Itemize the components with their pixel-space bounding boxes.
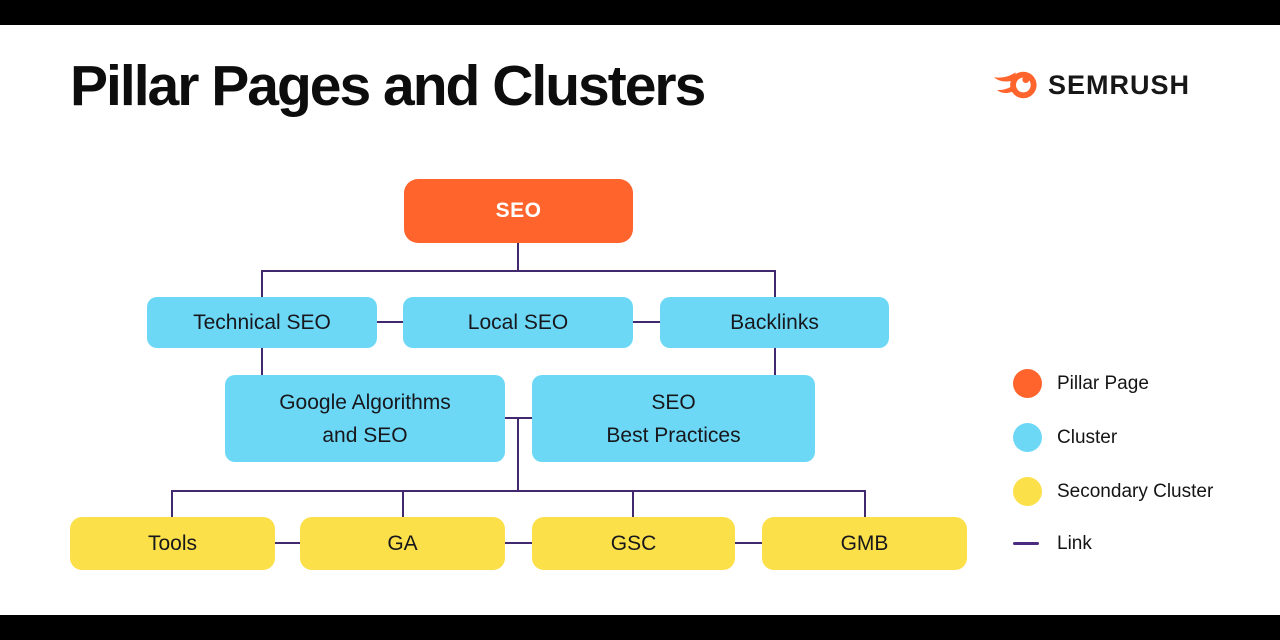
link-swatch-icon (1013, 542, 1039, 545)
link-technical-local (377, 321, 403, 323)
link-drop-gsc (632, 490, 634, 517)
legend-item-cluster: Cluster (1013, 423, 1117, 452)
legend-item-pillar-page: Pillar Page (1013, 369, 1149, 398)
node-gsc: GSC (532, 517, 735, 570)
node-google-algorithms-line2: and SEO (322, 423, 408, 447)
link-drop-technical (261, 270, 263, 297)
node-gsc-label: GSC (610, 531, 657, 555)
link-ga-gsc (505, 542, 532, 544)
page-title: Pillar Pages and Clusters (70, 54, 706, 118)
node-ga-label: GA (387, 531, 418, 555)
legend-label-cluster: Cluster (1057, 426, 1118, 448)
link-bus-row2 (261, 270, 776, 272)
link-gsc-gmb (735, 542, 762, 544)
letterbox-bar-top (0, 0, 1280, 25)
semrush-fireball-icon (993, 64, 1040, 106)
legend-item-secondary-cluster: Secondary Cluster (1013, 477, 1213, 506)
link-tools-ga (275, 542, 300, 544)
link-center-down (517, 417, 519, 490)
pillar-page-swatch-icon (1013, 369, 1042, 398)
node-technical-seo-label: Technical SEO (193, 310, 331, 334)
link-technical-google (261, 348, 263, 375)
node-seo-best-practices: SEO Best Practices (532, 375, 815, 462)
link-bus-row4 (171, 490, 866, 492)
legend-label-secondary-cluster: Secondary Cluster (1057, 480, 1214, 502)
node-ga: GA (300, 517, 505, 570)
node-local-seo: Local SEO (403, 297, 633, 348)
legend-label-pillar-page: Pillar Page (1057, 372, 1149, 394)
legend-label-link: Link (1057, 532, 1092, 554)
node-seo-label: SEO (495, 199, 542, 222)
link-drop-backlinks (774, 270, 776, 297)
link-local-backlinks (633, 321, 660, 323)
node-tools: Tools (70, 517, 275, 570)
legend-item-link: Link (1013, 529, 1092, 558)
link-drop-gmb (864, 490, 866, 517)
link-backlinks-bestpractices (774, 348, 776, 375)
node-google-algorithms: Google Algorithms and SEO (225, 375, 505, 462)
node-tools-label: Tools (147, 531, 198, 555)
link-drop-tools (171, 490, 173, 517)
node-backlinks-label: Backlinks (730, 310, 819, 334)
node-seo-best-practices-line1: SEO (651, 390, 696, 414)
link-drop-ga (402, 490, 404, 517)
cluster-swatch-icon (1013, 423, 1042, 452)
node-gmb: GMB (762, 517, 967, 570)
node-seo-best-practices-line2: Best Practices (606, 423, 741, 447)
node-google-algorithms-line1: Google Algorithms (279, 390, 451, 414)
secondary-cluster-swatch-icon (1013, 477, 1042, 506)
letterbox-bar-bottom (0, 615, 1280, 640)
brand-name: SEMRUSH (1048, 69, 1191, 100)
link-seo-down (517, 243, 519, 270)
node-gmb-label: GMB (840, 531, 889, 555)
node-backlinks: Backlinks (660, 297, 889, 348)
semrush-logo: SEMRUSH (993, 64, 1190, 106)
node-local-seo-label: Local SEO (467, 310, 569, 334)
node-technical-seo: Technical SEO (147, 297, 377, 348)
node-seo: SEO (404, 179, 633, 243)
